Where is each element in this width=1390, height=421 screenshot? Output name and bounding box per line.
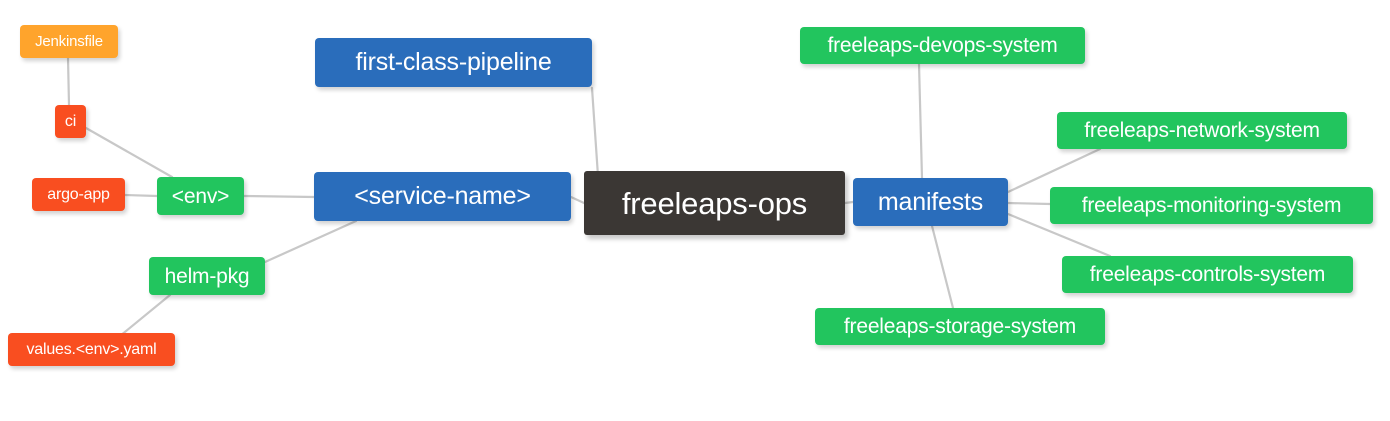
node-ci[interactable]: ci xyxy=(55,105,86,138)
edge-ci-to-jenkinsfile xyxy=(66,56,71,107)
edge-service-name-to-env xyxy=(242,194,316,199)
node-first-class-pipeline[interactable]: first-class-pipeline xyxy=(315,38,592,87)
edge-helm-pkg-to-values-env-yaml xyxy=(118,293,172,338)
node-jenkinsfile[interactable]: Jenkinsfile xyxy=(20,25,118,58)
node-service-name[interactable]: <service-name> xyxy=(314,172,571,221)
edge-service-name-to-helm-pkg xyxy=(263,219,358,264)
node-freeleaps-monitoring-system[interactable]: freeleaps-monitoring-system xyxy=(1050,187,1373,224)
edge-freeleaps-ops-to-service-name xyxy=(569,195,586,205)
node-freeleaps-storage-system[interactable]: freeleaps-storage-system xyxy=(815,308,1105,345)
node-manifests[interactable]: manifests xyxy=(853,178,1008,226)
node-env[interactable]: <env> xyxy=(157,177,244,215)
edge-env-to-ci xyxy=(84,126,174,179)
node-values-env-yaml[interactable]: values.<env>.yaml xyxy=(8,333,175,366)
node-freeleaps-ops[interactable]: freeleaps-ops xyxy=(584,171,845,235)
node-freeleaps-devops-system[interactable]: freeleaps-devops-system xyxy=(800,27,1085,64)
edge-manifests-to-freeleaps-devops-system xyxy=(917,62,924,180)
edge-manifests-to-freeleaps-storage-system xyxy=(930,224,955,310)
edge-freeleaps-ops-to-first-class-pipeline xyxy=(590,86,600,178)
node-helm-pkg[interactable]: helm-pkg xyxy=(149,257,265,295)
edge-manifests-to-freeleaps-monitoring-system xyxy=(1006,201,1052,206)
node-freeleaps-network-system[interactable]: freeleaps-network-system xyxy=(1057,112,1347,149)
node-freeleaps-controls-system[interactable]: freeleaps-controls-system xyxy=(1062,256,1353,293)
edge-manifests-to-freeleaps-network-system xyxy=(1006,147,1102,194)
edge-env-to-argo-app xyxy=(123,193,159,198)
edge-freeleaps-ops-to-manifests xyxy=(843,200,855,205)
node-argo-app[interactable]: argo-app xyxy=(32,178,125,211)
